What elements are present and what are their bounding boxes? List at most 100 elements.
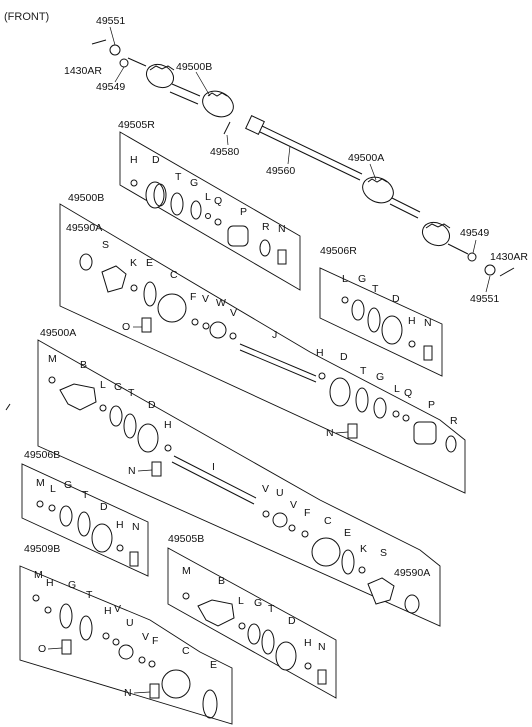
shaft-J: [239, 343, 317, 383]
outer-joint-S: [367, 577, 395, 605]
label-49560: 49560: [266, 165, 295, 177]
part-M: M: [36, 477, 45, 489]
part-G: G: [376, 371, 384, 383]
part-V-1: V: [202, 293, 209, 305]
part-H: H: [46, 577, 54, 589]
part-C: C: [324, 515, 332, 527]
label-49505R: 49505R: [118, 119, 155, 131]
seal-R: [259, 239, 271, 257]
part-P: P: [428, 399, 435, 411]
part-T: T: [82, 489, 89, 501]
pin-49580: [223, 121, 231, 135]
washer-top: [119, 58, 129, 68]
cotter-pin-right: [499, 267, 515, 277]
label-49590A-right: 49590A: [394, 567, 430, 579]
label-49500A-top: 49500A: [348, 152, 384, 164]
part-Q: Q: [214, 195, 222, 207]
part-N: N: [124, 687, 132, 699]
part-N: N: [132, 521, 140, 533]
part-V-2: V: [290, 499, 297, 511]
part-J: J: [272, 329, 277, 341]
panel-49505B: 49505B M B L G T D H N: [167, 533, 337, 699]
part-H: H: [304, 637, 312, 649]
label-49549-top: 49549: [96, 81, 125, 93]
part-H-2: H: [104, 605, 112, 617]
grease-N: [277, 249, 287, 265]
nut-top: [109, 44, 121, 56]
part-L: L: [50, 483, 56, 495]
part-L: L: [100, 379, 106, 391]
panel-49500B: 49500B 49590A S K E C F V W V O J H D T …: [59, 192, 466, 494]
part-S: S: [380, 547, 387, 559]
dust-seal: [79, 253, 93, 271]
outer-joint-boot-right: [421, 221, 451, 247]
part-M: M: [34, 569, 43, 581]
part-U: U: [276, 487, 284, 499]
part-T: T: [86, 589, 93, 601]
part-G: G: [114, 381, 122, 393]
part-N: N: [424, 317, 432, 329]
boot-D: [145, 181, 165, 209]
panel-49500A: 49500A M B L G T D H N I V U V F C E K S: [37, 327, 441, 627]
inner-joint-right: [362, 176, 394, 204]
label-49500B-panel: 49500B: [68, 192, 104, 204]
part-C: C: [182, 645, 190, 657]
boot-D: [381, 315, 403, 345]
outer-joint-boot-top: [145, 63, 175, 89]
part-S: S: [102, 239, 109, 251]
part-K: K: [130, 257, 137, 269]
part-N: N: [128, 465, 136, 477]
part-P: P: [240, 206, 247, 218]
part-D: D: [100, 501, 108, 513]
label-49505B: 49505B: [168, 533, 204, 545]
part-H: H: [164, 419, 172, 431]
part-O: O: [122, 321, 130, 333]
part-V-1: V: [114, 603, 121, 615]
part-L: L: [394, 383, 400, 395]
part-H: H: [130, 154, 138, 166]
label-49551-right: 49551: [470, 293, 499, 305]
part-U: U: [126, 617, 134, 629]
part-B: B: [80, 359, 87, 371]
center-bracket: [245, 115, 265, 135]
part-G: G: [358, 273, 366, 285]
inner-joint-B: [59, 383, 97, 411]
label-49500A-panel: 49500A: [40, 327, 76, 339]
part-Q: Q: [404, 387, 412, 399]
label-49509B: 49509B: [24, 543, 60, 555]
part-C: C: [170, 269, 178, 281]
boot-C: [161, 669, 191, 699]
part-T: T: [360, 365, 367, 377]
label-1430AR-right: 1430AR: [490, 251, 528, 263]
part-M: M: [48, 353, 57, 365]
housing-P: [413, 421, 437, 445]
ring-T: [170, 192, 184, 216]
part-T: T: [128, 387, 135, 399]
part-R: R: [262, 221, 270, 233]
part-F: F: [190, 291, 196, 303]
label-49551-top: 49551: [96, 15, 125, 27]
label-49506R: 49506R: [320, 245, 357, 257]
outer-joint-S: [101, 265, 127, 293]
part-B: B: [218, 575, 225, 587]
part-E: E: [146, 257, 153, 269]
inner-joint-B: [197, 599, 235, 627]
panel-49506R: 49506R L G T D H N: [319, 245, 443, 377]
part-V-1: V: [262, 483, 269, 495]
part-D: D: [288, 615, 296, 627]
label-49549-right: 49549: [460, 227, 489, 239]
part-H: H: [116, 519, 124, 531]
boot-D: [137, 423, 159, 453]
part-E: E: [210, 659, 217, 671]
part-N: N: [278, 223, 286, 235]
boot-C: [157, 293, 187, 323]
part-G: G: [64, 479, 72, 491]
washer-right: [467, 252, 477, 262]
boot-C: [311, 537, 341, 567]
part-G: G: [190, 177, 198, 189]
boot-D: [275, 641, 297, 671]
part-R: R: [450, 415, 458, 427]
part-T: T: [175, 171, 182, 183]
boot-D: [329, 377, 351, 407]
